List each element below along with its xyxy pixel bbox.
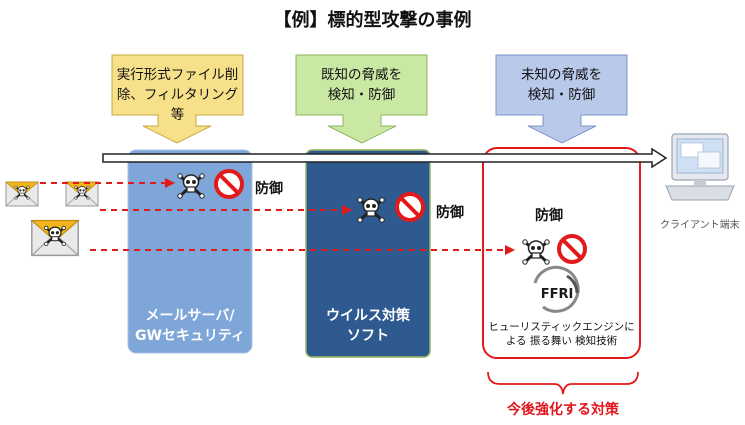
callout-unknown-threats-line1: 未知の脅威を <box>521 67 602 83</box>
prohibited-icon <box>214 169 244 199</box>
client-terminal-label: クライアント端末 <box>660 220 740 231</box>
page-title: 【例】標的型攻撃の事例 <box>273 10 472 31</box>
callout-known-threats-line1: 既知の脅威を <box>321 67 402 83</box>
callout-filtering-line2: 除、フィルタリング等 <box>116 87 239 123</box>
behavior-detection-text: ヒューリスティックエンジンに よる 振る舞い 検知技術 <box>483 320 640 348</box>
skull-crossbones-icon <box>521 238 551 266</box>
callout-filtering: 実行形式ファイル削 除、フィルタリング等 <box>112 65 243 125</box>
defense-label-3: 防御 <box>535 208 563 224</box>
envelope-icon <box>31 219 79 257</box>
defense-label-2: 防御 <box>436 205 464 221</box>
prohibited-icon <box>557 234 587 264</box>
future-brace <box>487 371 639 395</box>
mail-server-column <box>127 149 253 354</box>
antivirus-label: ウイルス対策 ソフト <box>306 306 430 346</box>
behavior-detection-line1: ヒューリスティックエンジンに <box>488 321 635 333</box>
callout-known-threats: 既知の脅威を 検知・防御 <box>296 65 427 105</box>
antivirus-label-line2: ソフト <box>347 328 389 344</box>
mail-server-label: メールサーバ/ GWセキュリティ <box>128 306 252 346</box>
callout-shape-2 <box>295 54 428 144</box>
callout-shape-3 <box>495 54 628 144</box>
timeline-arrow <box>102 147 668 169</box>
callout-known-threats-line2: 検知・防御 <box>327 87 396 103</box>
mail-server-label-line1: メールサーバ/ <box>145 308 235 324</box>
defense-label-1: 防御 <box>255 181 283 197</box>
callout-unknown-threats-line2: 検知・防御 <box>527 87 596 103</box>
behavior-detection-line2: よる 振る舞い 検知技術 <box>505 335 618 347</box>
monitor-icon <box>665 133 735 201</box>
callout-filtering-line1: 実行形式ファイル削 <box>116 67 239 83</box>
antivirus-label-line1: ウイルス対策 <box>326 308 410 324</box>
callout-shape-1 <box>111 54 244 144</box>
future-measures-frame <box>482 147 641 359</box>
prohibited-icon <box>395 192 425 222</box>
ffri-logo-text: FFRI <box>541 287 574 302</box>
attack-path-3 <box>90 245 515 255</box>
attack-path-1 <box>40 178 175 188</box>
callout-unknown-threats: 未知の脅威を 検知・防御 <box>496 65 627 105</box>
envelope-icon <box>5 181 39 207</box>
envelope-icon <box>65 181 99 207</box>
ffri-logo: FFRI <box>533 265 580 313</box>
attack-path-2 <box>100 205 352 215</box>
future-measures-label: 今後強化する対策 <box>507 402 619 418</box>
mail-server-label-line2: GWセキュリティ <box>134 328 246 344</box>
